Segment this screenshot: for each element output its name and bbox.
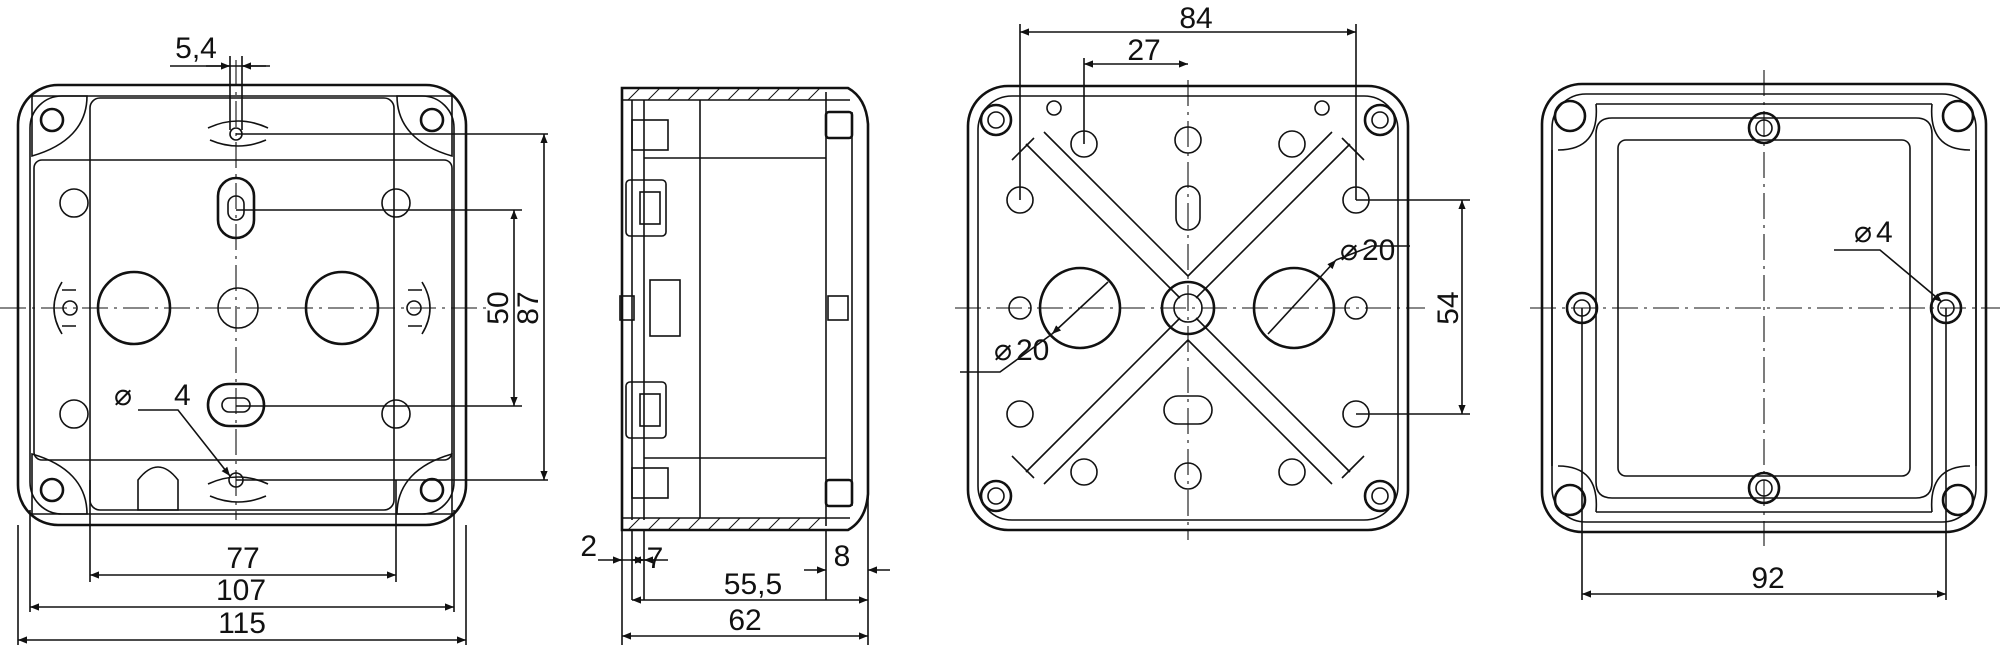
mounting-holes bbox=[59, 188, 411, 429]
side-outline bbox=[620, 86, 870, 532]
corner-bosses bbox=[31, 95, 453, 515]
dim-27: 27 bbox=[1127, 34, 1160, 67]
box-inner-rim bbox=[29, 95, 455, 515]
section-hatch bbox=[627, 87, 821, 531]
dim-62: 62 bbox=[728, 604, 761, 637]
dim-107: 107 bbox=[216, 574, 266, 607]
dim-7: 7 bbox=[647, 542, 664, 575]
dim-5-4: 5,4 bbox=[175, 32, 217, 65]
box-outline bbox=[16, 83, 468, 527]
cross-ribs bbox=[1011, 131, 1365, 485]
dim-dia-4-lid: 4 bbox=[1876, 216, 1893, 249]
lid-frame-inner bbox=[1595, 117, 1933, 499]
box-inner-wall bbox=[33, 159, 453, 461]
dim-77: 77 bbox=[226, 542, 259, 575]
dim-dia-4: 4 bbox=[174, 379, 191, 412]
diameter-symbol-left: ⌀ bbox=[994, 334, 1012, 367]
diameter-symbol: ⌀ bbox=[114, 379, 132, 412]
dim-92: 92 bbox=[1751, 562, 1784, 595]
keyhole-slots bbox=[206, 120, 269, 503]
dim-2: 2 bbox=[580, 530, 597, 563]
dim-87: 87 bbox=[512, 291, 545, 324]
dim-55-5: 55,5 bbox=[724, 568, 782, 601]
cable-notch bbox=[137, 466, 179, 511]
dim-115: 115 bbox=[218, 607, 266, 640]
back-view: 84 27 54 ⌀ 20 ⌀ 20 bbox=[955, 2, 1470, 540]
dim-dia-20-right: 20 bbox=[1362, 234, 1395, 267]
front-view: 77 107 115 50 87 5,4 ⌀ 4 bbox=[0, 32, 548, 645]
dim-8: 8 bbox=[834, 540, 851, 573]
diameter-symbol-lid: ⌀ bbox=[1854, 216, 1872, 249]
side-view: 2 7 8 55,5 62 bbox=[580, 86, 890, 645]
dim-54: 54 bbox=[1432, 291, 1465, 324]
dim-dia-20-left: 20 bbox=[1016, 334, 1049, 367]
dim-50: 50 bbox=[482, 291, 515, 324]
diameter-symbol-right: ⌀ bbox=[1340, 234, 1358, 267]
dim-84: 84 bbox=[1179, 2, 1212, 35]
lid-view: 92 ⌀ 4 bbox=[1530, 70, 2000, 600]
side-latches bbox=[619, 110, 854, 508]
